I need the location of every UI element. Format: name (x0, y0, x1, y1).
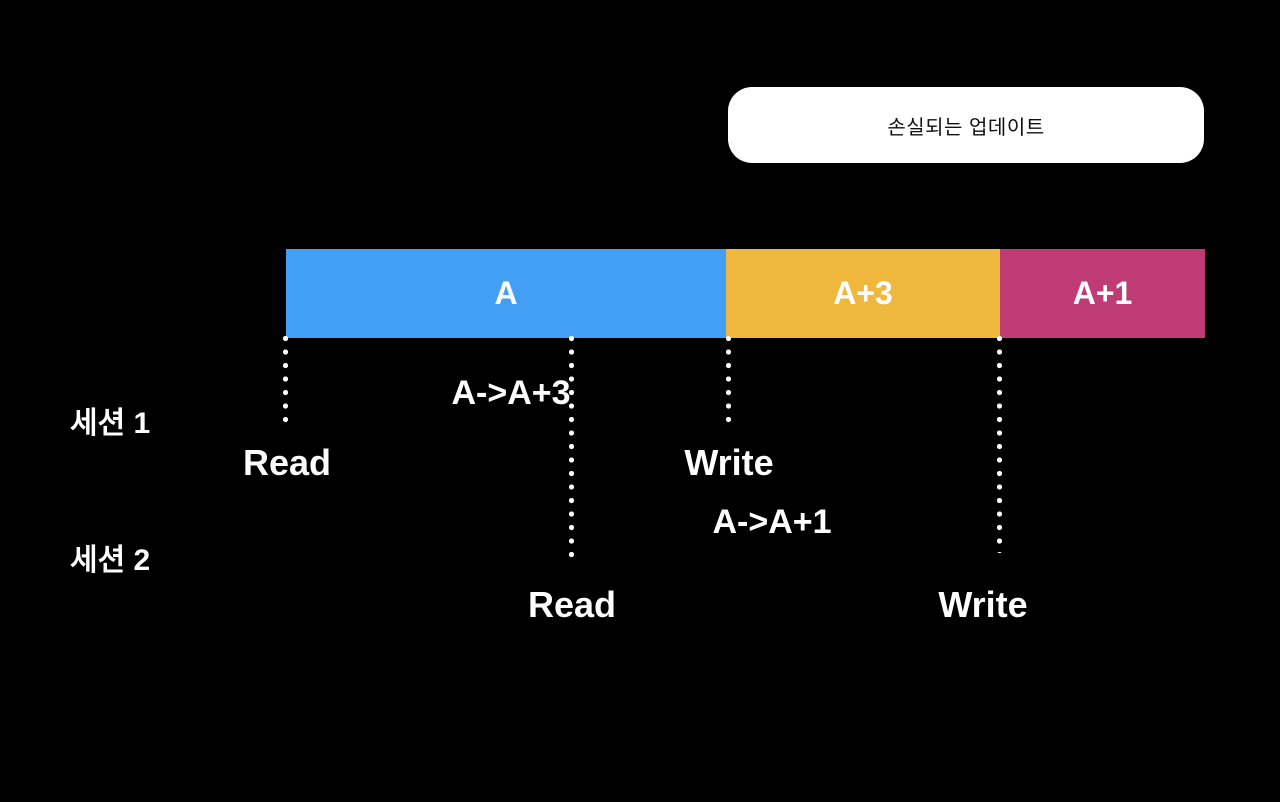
bar-segment-a-label: A (494, 275, 518, 311)
dotted-line-session1-read (283, 336, 288, 426)
dotted-line-session2-read (569, 336, 574, 560)
value-bar: A A+3 A+1 (286, 249, 1205, 338)
session2-duration-line (566, 558, 1013, 564)
session1-read-label: Read (242, 442, 332, 483)
bar-segment-a-plus-3-label: A+3 (833, 275, 893, 311)
dotted-line-session1-write (726, 336, 731, 423)
session2-operation-label: A->A+1 (712, 503, 832, 541)
session1-write-label: Write (684, 442, 774, 483)
bar-segment-a: A (286, 249, 726, 338)
session2-read-label: Read (527, 584, 617, 625)
session2-write-label: Write (938, 584, 1028, 625)
bar-segment-a-plus-1-label: A+1 (1072, 275, 1133, 311)
title-callout: 손실되는 업데이트 (728, 87, 1204, 163)
session1-name: 세션 1 (70, 407, 151, 440)
session2-name: 세션 2 (70, 544, 151, 577)
bar-segment-a-plus-3: A+3 (726, 249, 1000, 338)
session1-operation-label: A->A+3 (451, 374, 571, 412)
session1-duration-line (287, 422, 729, 428)
bar-segment-a-plus-1: A+1 (1000, 249, 1205, 338)
dotted-line-session2-write (997, 336, 1002, 553)
title-text: 손실되는 업데이트 (887, 116, 1045, 139)
